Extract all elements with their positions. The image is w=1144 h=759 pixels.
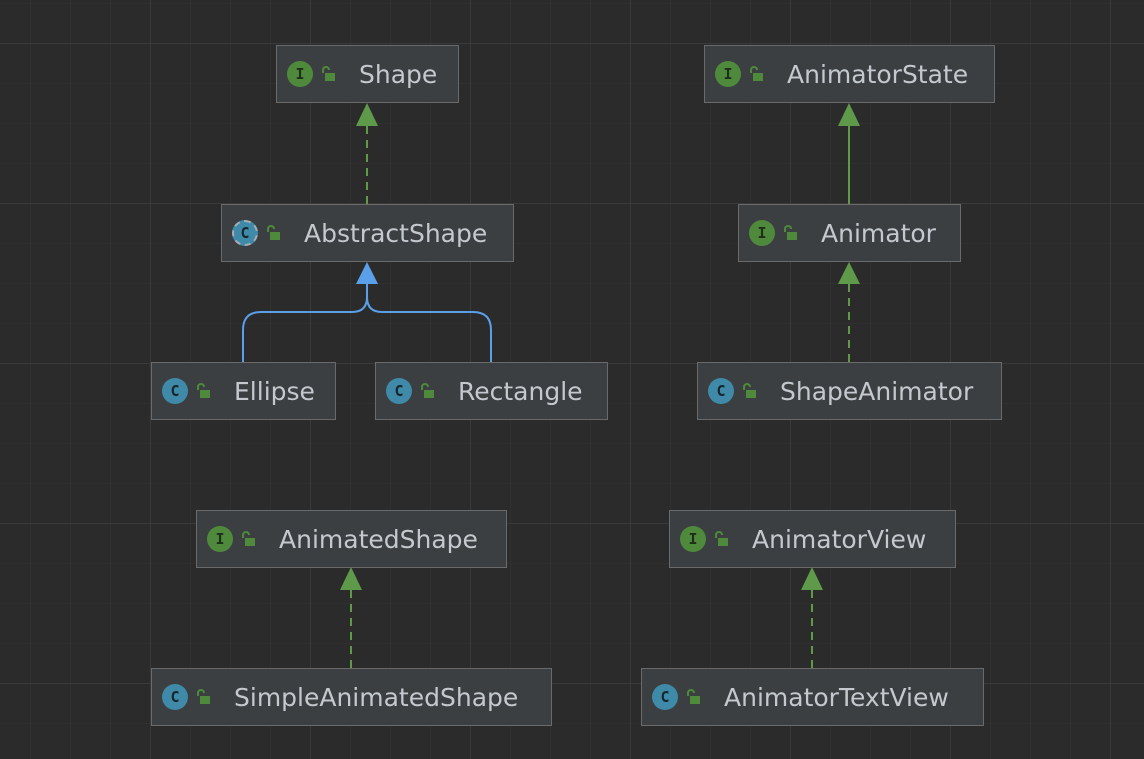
node-abstract-shape[interactable]: C AbstractShape xyxy=(221,204,514,262)
arrowhead-animator xyxy=(838,262,860,284)
node-name: AbstractShape xyxy=(304,218,488,248)
arrowhead-abstractshape xyxy=(356,262,378,284)
class-icon: C xyxy=(386,378,412,404)
node-name: Shape xyxy=(359,59,438,89)
lock-open-icon xyxy=(266,225,280,241)
lock-open-icon xyxy=(749,66,763,82)
class-icon: C xyxy=(652,684,678,710)
node-shape-animator[interactable]: C ShapeAnimator xyxy=(697,362,1002,420)
arrowhead-animatorstate xyxy=(838,103,860,126)
node-name: AnimatedShape xyxy=(279,524,478,554)
class-icon: C xyxy=(162,378,188,404)
lock-open-icon xyxy=(742,383,756,399)
arrowhead-animatorview xyxy=(801,567,823,590)
node-name: AnimatorView xyxy=(752,524,927,554)
node-name: Rectangle xyxy=(458,376,583,406)
node-name: Animator xyxy=(821,218,936,248)
node-name: AnimatorTextView xyxy=(724,682,949,712)
class-icon: C xyxy=(708,378,734,404)
interface-icon: I xyxy=(680,526,706,552)
interface-icon: I xyxy=(207,526,233,552)
node-simple-animated-shape[interactable]: C SimpleAnimatedShape xyxy=(151,668,552,726)
node-name: ShapeAnimator xyxy=(780,376,974,406)
edge-ellipse-abstractshape[interactable] xyxy=(242,284,368,362)
lock-open-icon xyxy=(783,225,797,241)
node-ellipse[interactable]: C Ellipse xyxy=(151,362,336,420)
lock-open-icon xyxy=(420,383,434,399)
node-animator[interactable]: I Animator xyxy=(738,204,961,262)
lock-open-icon xyxy=(686,689,700,705)
node-animator-state[interactable]: I AnimatorState xyxy=(704,45,995,103)
lock-open-icon xyxy=(241,531,255,547)
class-icon: C xyxy=(162,684,188,710)
node-name: AnimatorState xyxy=(787,59,969,89)
node-animated-shape[interactable]: I AnimatedShape xyxy=(196,510,507,568)
arrowhead-animatedshape xyxy=(340,567,362,590)
edge-rectangle-abstractshape[interactable] xyxy=(366,284,492,362)
arrowhead-shape xyxy=(356,103,378,126)
interface-icon: I xyxy=(715,61,741,87)
node-name: SimpleAnimatedShape xyxy=(234,682,519,712)
node-name: Ellipse xyxy=(234,376,315,406)
interface-icon: I xyxy=(749,220,775,246)
lock-open-icon xyxy=(196,383,210,399)
node-animator-view[interactable]: I AnimatorView xyxy=(669,510,956,568)
node-shape[interactable]: I Shape xyxy=(276,45,459,103)
lock-open-icon xyxy=(196,689,210,705)
lock-open-icon xyxy=(714,531,728,547)
abstract-class-icon: C xyxy=(232,220,258,246)
interface-icon: I xyxy=(287,61,313,87)
lock-open-icon xyxy=(321,66,335,82)
node-rectangle[interactable]: C Rectangle xyxy=(375,362,608,420)
node-animator-text-view[interactable]: C AnimatorTextView xyxy=(641,668,984,726)
